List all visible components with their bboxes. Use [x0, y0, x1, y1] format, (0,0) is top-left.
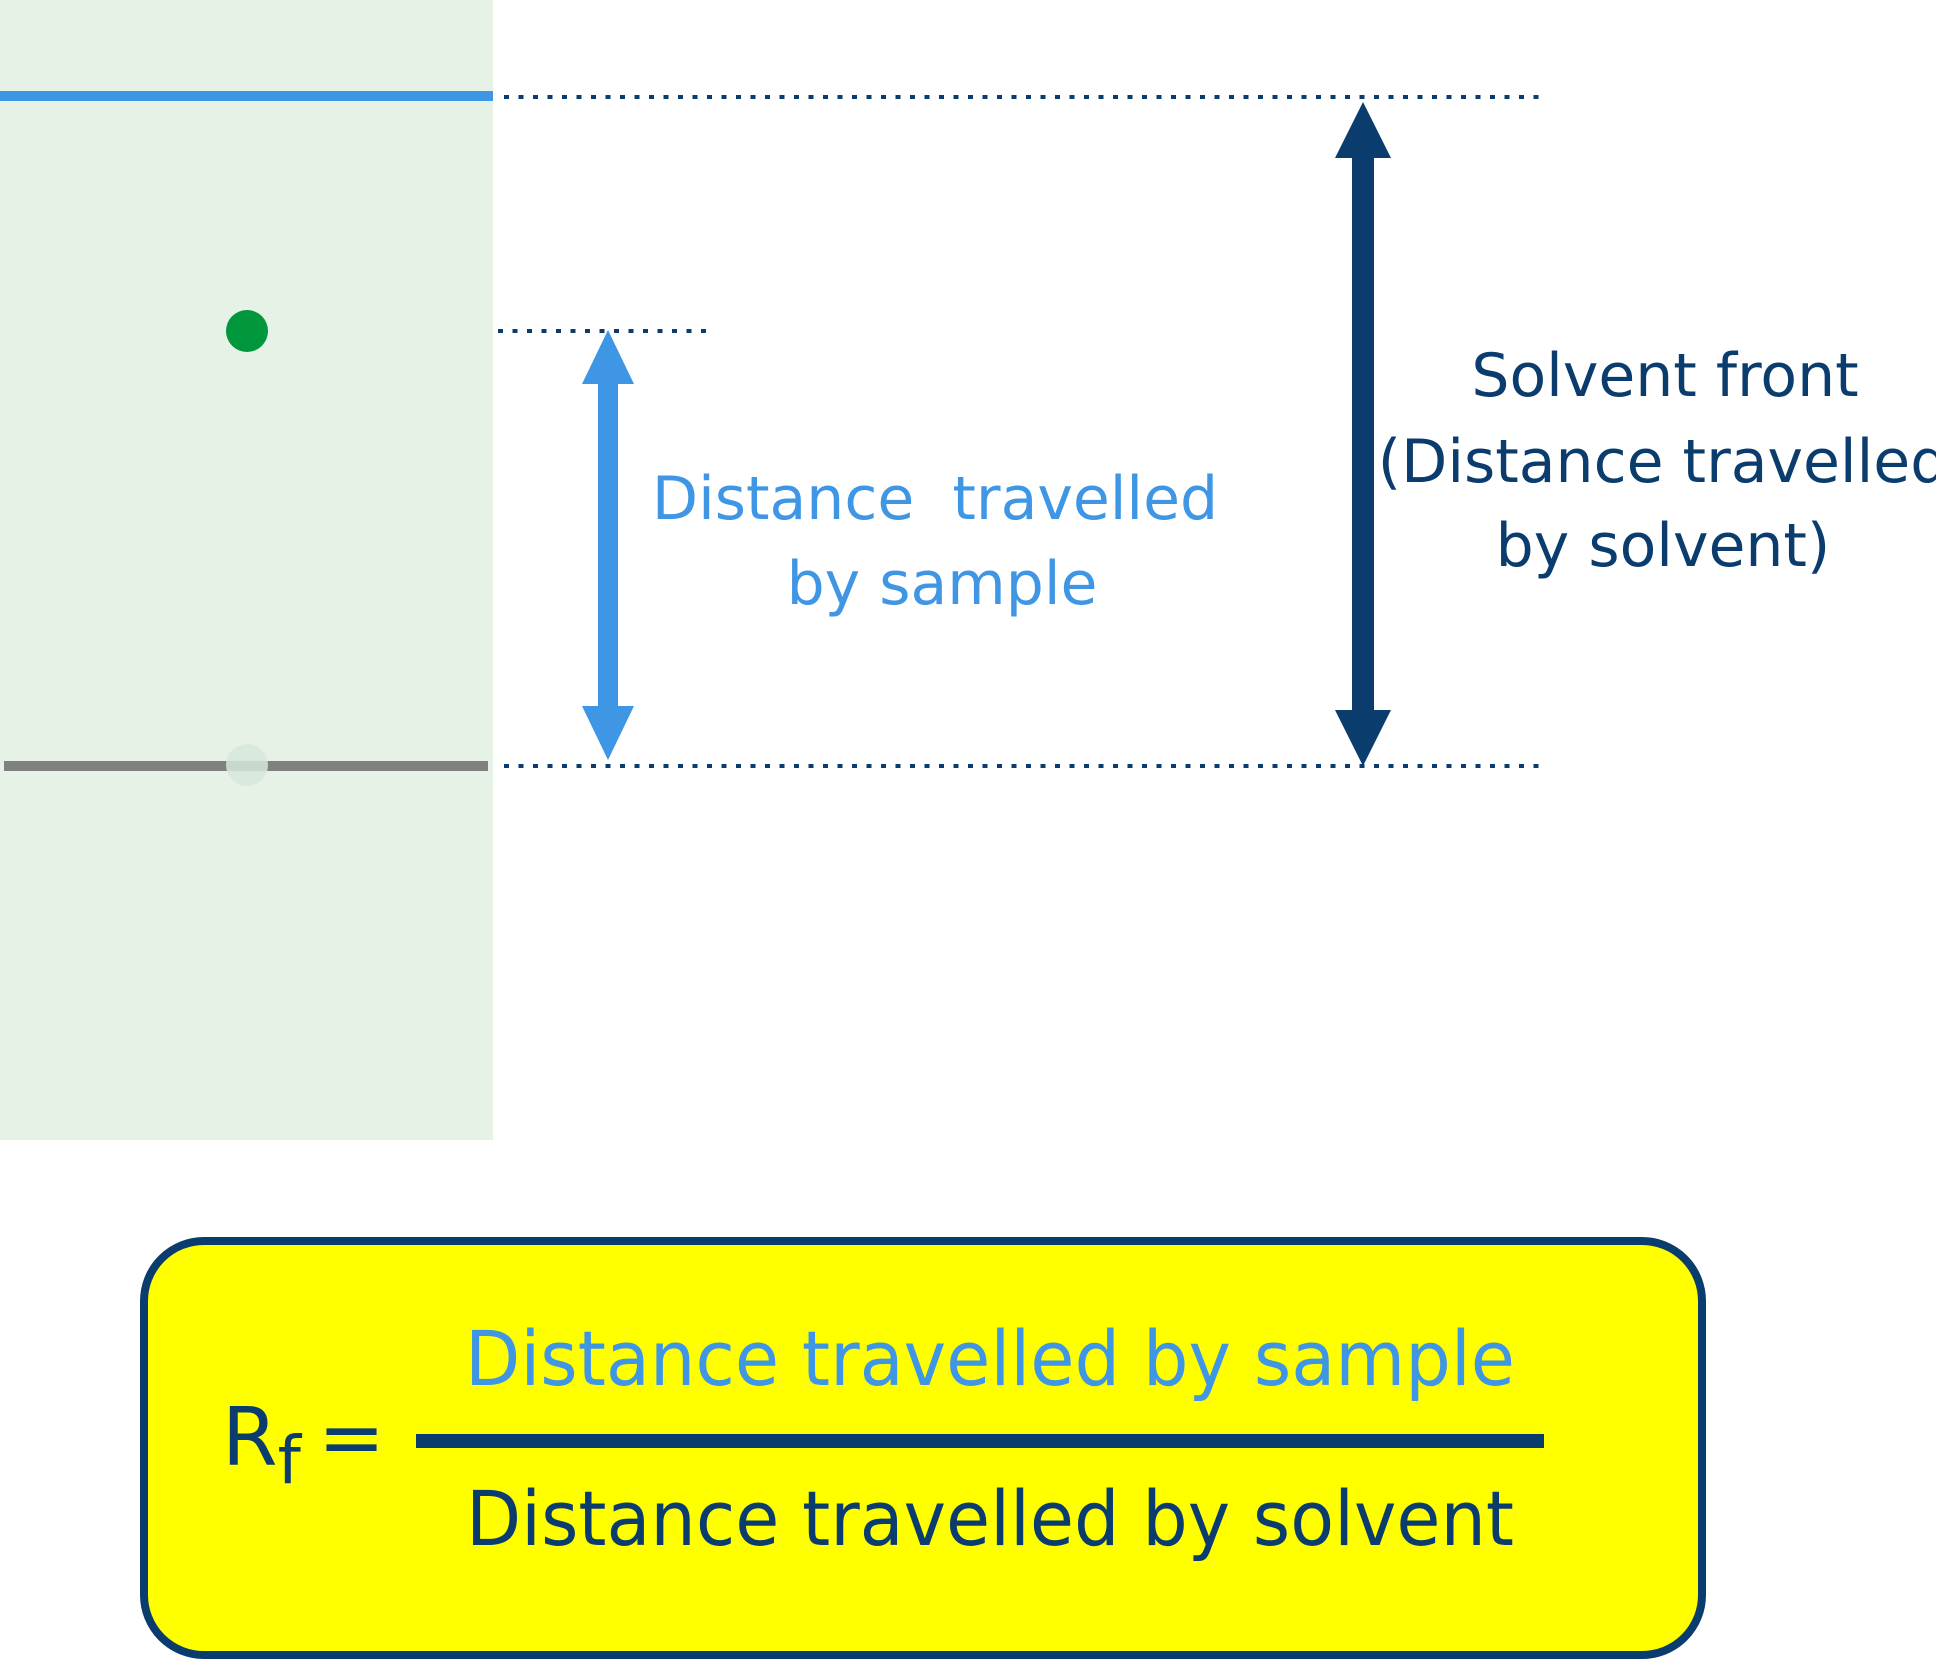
origin-spot [226, 744, 268, 786]
solvent-label-line2: (Distance travelled [1378, 427, 1936, 497]
formula-numerator: Distance travelled by sample [465, 1314, 1515, 1403]
formula-denominator: Distance travelled by solvent [466, 1474, 1514, 1563]
sample-arrow-head-up [582, 330, 634, 384]
solvent-arrow-head-up [1335, 102, 1391, 158]
solvent-label-line3: by solvent) [1496, 511, 1831, 581]
solvent-arrow-shaft [1352, 150, 1374, 716]
sample-spot [226, 310, 268, 352]
rf-symbol: Rf [222, 1391, 303, 1499]
rf-equals-sign: = [318, 1391, 385, 1484]
solvent-front-label: Solvent front (Distance travelled by sol… [1378, 341, 1936, 581]
sample-label-line2: by sample [787, 549, 1098, 619]
fraction-bar [416, 1434, 1544, 1448]
rf-formula-box: Rf = Distance travelled by sample Distan… [140, 1237, 1706, 1659]
solvent-label-line1: Solvent front [1471, 341, 1858, 411]
rf-r-letter: R [222, 1391, 278, 1484]
sample-distance-arrow [582, 330, 634, 760]
sample-arrow-head-down [582, 706, 634, 760]
solvent-distance-arrow [1335, 102, 1391, 766]
sample-distance-label: Distance travelled by sample [652, 464, 1218, 619]
chromatography-plate [0, 0, 493, 1140]
sample-label-line1: Distance travelled [652, 464, 1218, 534]
sample-arrow-shaft [598, 380, 618, 710]
rf-subscript: f [278, 1422, 303, 1499]
solvent-front-line [0, 91, 493, 101]
solvent-arrow-head-down [1335, 710, 1391, 766]
